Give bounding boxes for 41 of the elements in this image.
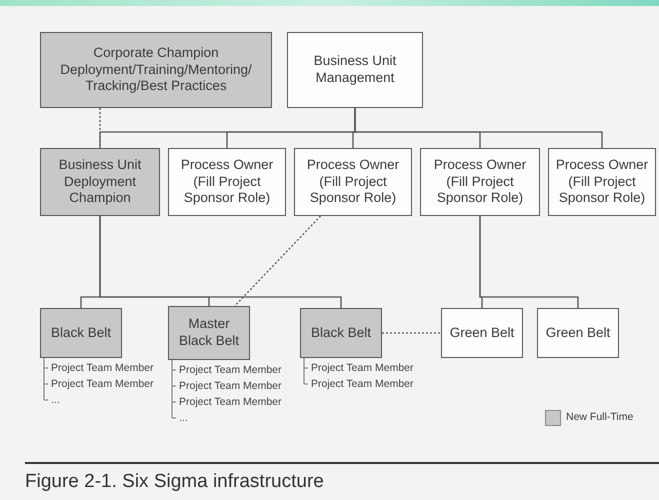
role-label: Master Black Belt bbox=[178, 316, 240, 350]
team-member-label: ... bbox=[179, 411, 188, 425]
role-label: Business Unit Deployment Champion bbox=[58, 156, 142, 208]
role-label: Process Owner (Fill Project Sponsor Role) bbox=[180, 156, 274, 208]
connector-line bbox=[354, 108, 603, 148]
team-member-label: ... bbox=[51, 393, 60, 407]
role-box bbox=[168, 148, 286, 216]
role-label: Deployment/Training/Mentoring/ Tracking/Best Practices bbox=[59, 62, 253, 96]
role-box bbox=[300, 308, 382, 358]
dotted-connector bbox=[234, 216, 322, 306]
role-label: Corporate Champion bbox=[93, 44, 219, 62]
role-box bbox=[441, 308, 523, 358]
role-label: Process Owner (Fill Project Sponsor Role) bbox=[432, 156, 528, 208]
team-member-label: Project Team Member bbox=[179, 363, 282, 377]
role-label: Business Unit Management bbox=[312, 53, 398, 87]
role-label: Green Belt bbox=[450, 324, 514, 342]
role-box bbox=[537, 308, 619, 358]
team-member-label: Project Team Member bbox=[311, 361, 414, 375]
connector-line bbox=[99, 216, 342, 308]
role-label: Black Belt bbox=[50, 324, 112, 342]
role-box bbox=[420, 148, 540, 216]
role-label: Process Owner (Fill Project Sponsor Role) bbox=[306, 156, 400, 208]
connector-line bbox=[479, 216, 579, 308]
role-box bbox=[548, 148, 656, 216]
team-member-label: Project Team Member bbox=[51, 361, 154, 375]
role-label: Black Belt bbox=[310, 324, 372, 342]
team-member-label: Project Team Member bbox=[179, 395, 282, 409]
role-label: Green Belt bbox=[546, 324, 610, 342]
role-box bbox=[294, 148, 412, 216]
dotted-connector bbox=[382, 332, 441, 334]
role-box bbox=[40, 32, 272, 108]
team-member-label: Project Team Member bbox=[311, 377, 414, 391]
role-box bbox=[40, 148, 160, 216]
role-label: Process Owner (Fill Project Sponsor Role) bbox=[554, 156, 650, 208]
team-member-label: Project Team Member bbox=[179, 379, 282, 393]
role-box bbox=[287, 32, 423, 108]
role-box bbox=[168, 306, 250, 360]
figure-caption: Figure 2-1. Six Sigma infrastructure bbox=[25, 470, 324, 494]
role-box bbox=[40, 308, 122, 358]
legend-label: New Full-Time bbox=[566, 410, 634, 426]
team-member-label: Project Team Member bbox=[51, 377, 154, 391]
